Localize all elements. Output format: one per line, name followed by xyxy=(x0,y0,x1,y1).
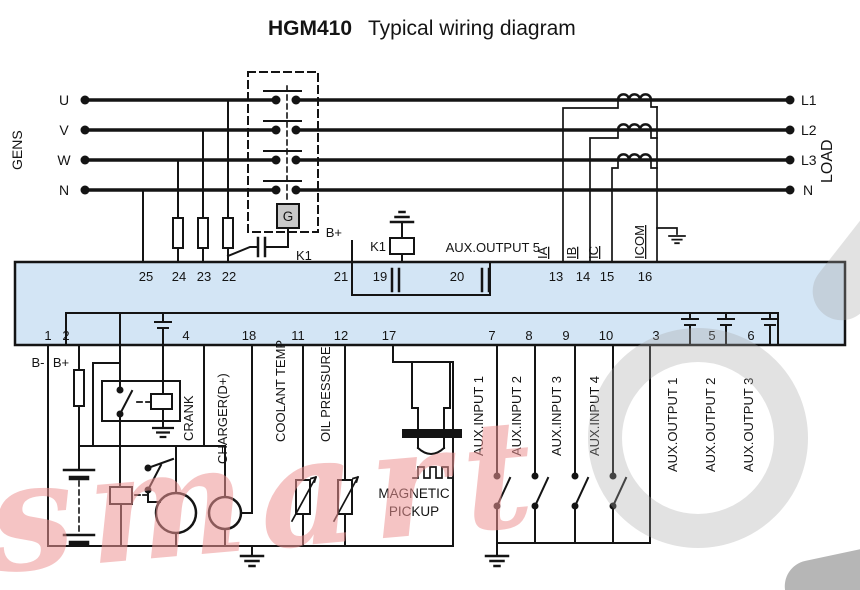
terminal-13: 13 xyxy=(549,269,563,284)
charge-generator xyxy=(207,495,243,531)
terminal-23: 23 xyxy=(197,269,211,284)
phase-n-label: N xyxy=(59,182,69,198)
terminal-strip-body xyxy=(13,260,847,347)
phase-bus-lines xyxy=(80,95,795,195)
load-l2-label: L2 xyxy=(801,122,817,138)
load-label: LOAD xyxy=(819,139,836,183)
breaker-close-circuit xyxy=(226,227,289,258)
terminal-19: 19 xyxy=(373,269,387,284)
pickup-label: PICKUP xyxy=(389,504,439,519)
icom-label: ICOM xyxy=(632,225,647,259)
aux-input-3-label: AUX.INPUT 3 xyxy=(549,376,564,456)
terminal-18: 18 xyxy=(242,328,256,343)
coolant-temp-sensor: COOLANT TEMP xyxy=(273,340,318,547)
title-model: HGM410 xyxy=(268,17,352,40)
charger-label: CHARGER(D+) xyxy=(215,373,230,464)
battery-starter-circuit: B- B+ xyxy=(32,312,454,568)
ic-label: IC xyxy=(586,246,601,259)
gens-label: GENS xyxy=(9,130,25,170)
aux-input-4-label: AUX.INPUT 4 xyxy=(587,376,602,456)
magnetic-pickup: MAGNETIC PICKUP xyxy=(378,344,462,547)
ia-label: IA xyxy=(535,246,550,259)
breaker-contacts xyxy=(263,90,302,195)
breaker-contact-label: K1 xyxy=(296,248,312,263)
ct-terminal-labels: IA IB IC ICOM xyxy=(535,225,647,259)
oil-pressure-sensor: OIL PRESSURE xyxy=(318,344,360,547)
load-l1-label: L1 xyxy=(801,92,817,108)
terminal-12: 12 xyxy=(334,328,348,343)
terminal-21: 21 xyxy=(334,269,348,284)
load-n-label: N xyxy=(803,182,813,198)
magnetic-label: MAGNETIC xyxy=(378,486,450,501)
gens-phase-labels: U V W N GENS xyxy=(9,92,71,198)
terminal-2: 2 xyxy=(62,328,69,343)
aux-output-2-label: AUX.OUTPUT 2 xyxy=(703,378,718,472)
terminal-1: 1 xyxy=(44,328,51,343)
crank-relay xyxy=(101,343,181,439)
load-l3-label: L3 xyxy=(801,152,817,168)
fuse xyxy=(172,217,184,249)
fuse xyxy=(222,217,234,249)
terminal-11: 11 xyxy=(291,328,305,343)
breaker-coil-label: G xyxy=(283,209,294,224)
b-plus-supply-label: B+ xyxy=(326,225,342,240)
b-minus-label: B- xyxy=(32,355,45,370)
charger-d-plus-wire xyxy=(240,344,253,514)
flywheel-teeth xyxy=(412,466,453,479)
sensing-wires xyxy=(142,99,234,263)
terminal-numbers-top: 25 24 23 22 21 19 20 13 14 15 16 xyxy=(139,269,652,284)
terminal-20: 20 xyxy=(450,269,464,284)
phase-v-label: V xyxy=(59,122,69,138)
breaker-box: G K1 xyxy=(226,71,319,263)
load-phase-labels: L1 L2 L3 N LOAD xyxy=(801,92,836,198)
coolant-label: COOLANT TEMP xyxy=(273,340,288,442)
terminal-22: 22 xyxy=(222,269,236,284)
aux-input-1-label: AUX.INPUT 1 xyxy=(471,376,486,456)
terminal-strip: 25 24 23 22 21 19 20 13 14 15 16 1 2 4 1… xyxy=(13,260,847,347)
terminal-9: 9 xyxy=(562,328,569,343)
aux-output-1-label: AUX.OUTPUT 1 xyxy=(665,378,680,472)
terminal-14: 14 xyxy=(576,269,590,284)
terminal-16: 16 xyxy=(638,269,652,284)
terminal-numbers-bottom: 1 2 4 18 11 12 17 7 8 9 10 3 5 6 xyxy=(44,328,754,343)
ib-label: IB xyxy=(564,247,579,259)
crank-label: CRANK xyxy=(181,395,196,441)
b-plus-label: B+ xyxy=(53,355,69,370)
starter-motor xyxy=(154,491,198,535)
oil-label: OIL PRESSURE xyxy=(318,346,333,442)
terminal-6: 6 xyxy=(747,328,754,343)
phase-w-label: W xyxy=(57,152,71,168)
terminal-17: 17 xyxy=(382,328,396,343)
starter-solenoid xyxy=(109,413,175,547)
terminal-3: 3 xyxy=(652,328,659,343)
battery xyxy=(62,468,96,547)
battery-fuse xyxy=(73,369,85,407)
aux-output5-label: AUX.OUTPUT 5 xyxy=(446,240,540,255)
aux-outputs: AUX.OUTPUT 1 AUX.OUTPUT 2 AUX.OUTPUT 3 xyxy=(665,378,756,472)
fuse xyxy=(197,217,209,249)
k1-relay-coil: K1 xyxy=(370,210,415,263)
current-transformers xyxy=(562,93,686,263)
terminal-24: 24 xyxy=(172,269,186,284)
aux-input-2-label: AUX.INPUT 2 xyxy=(509,376,524,456)
k1-coil-label: K1 xyxy=(370,239,386,254)
terminal-15: 15 xyxy=(600,269,614,284)
aux-inputs: AUX.INPUT 1 AUX.INPUT 2 AUX.INPUT 3 AUX.… xyxy=(471,344,651,568)
terminal-8: 8 xyxy=(525,328,532,343)
terminal-4: 4 xyxy=(182,328,189,343)
pickup-band xyxy=(402,429,462,438)
aux-output-3-label: AUX.OUTPUT 3 xyxy=(741,378,756,472)
phase-u-label: U xyxy=(59,92,69,108)
terminal-10: 10 xyxy=(599,328,613,343)
terminal-25: 25 xyxy=(139,269,153,284)
title-text: Typical wiring diagram xyxy=(368,17,576,40)
terminal-5: 5 xyxy=(708,328,715,343)
terminal-7: 7 xyxy=(488,328,495,343)
